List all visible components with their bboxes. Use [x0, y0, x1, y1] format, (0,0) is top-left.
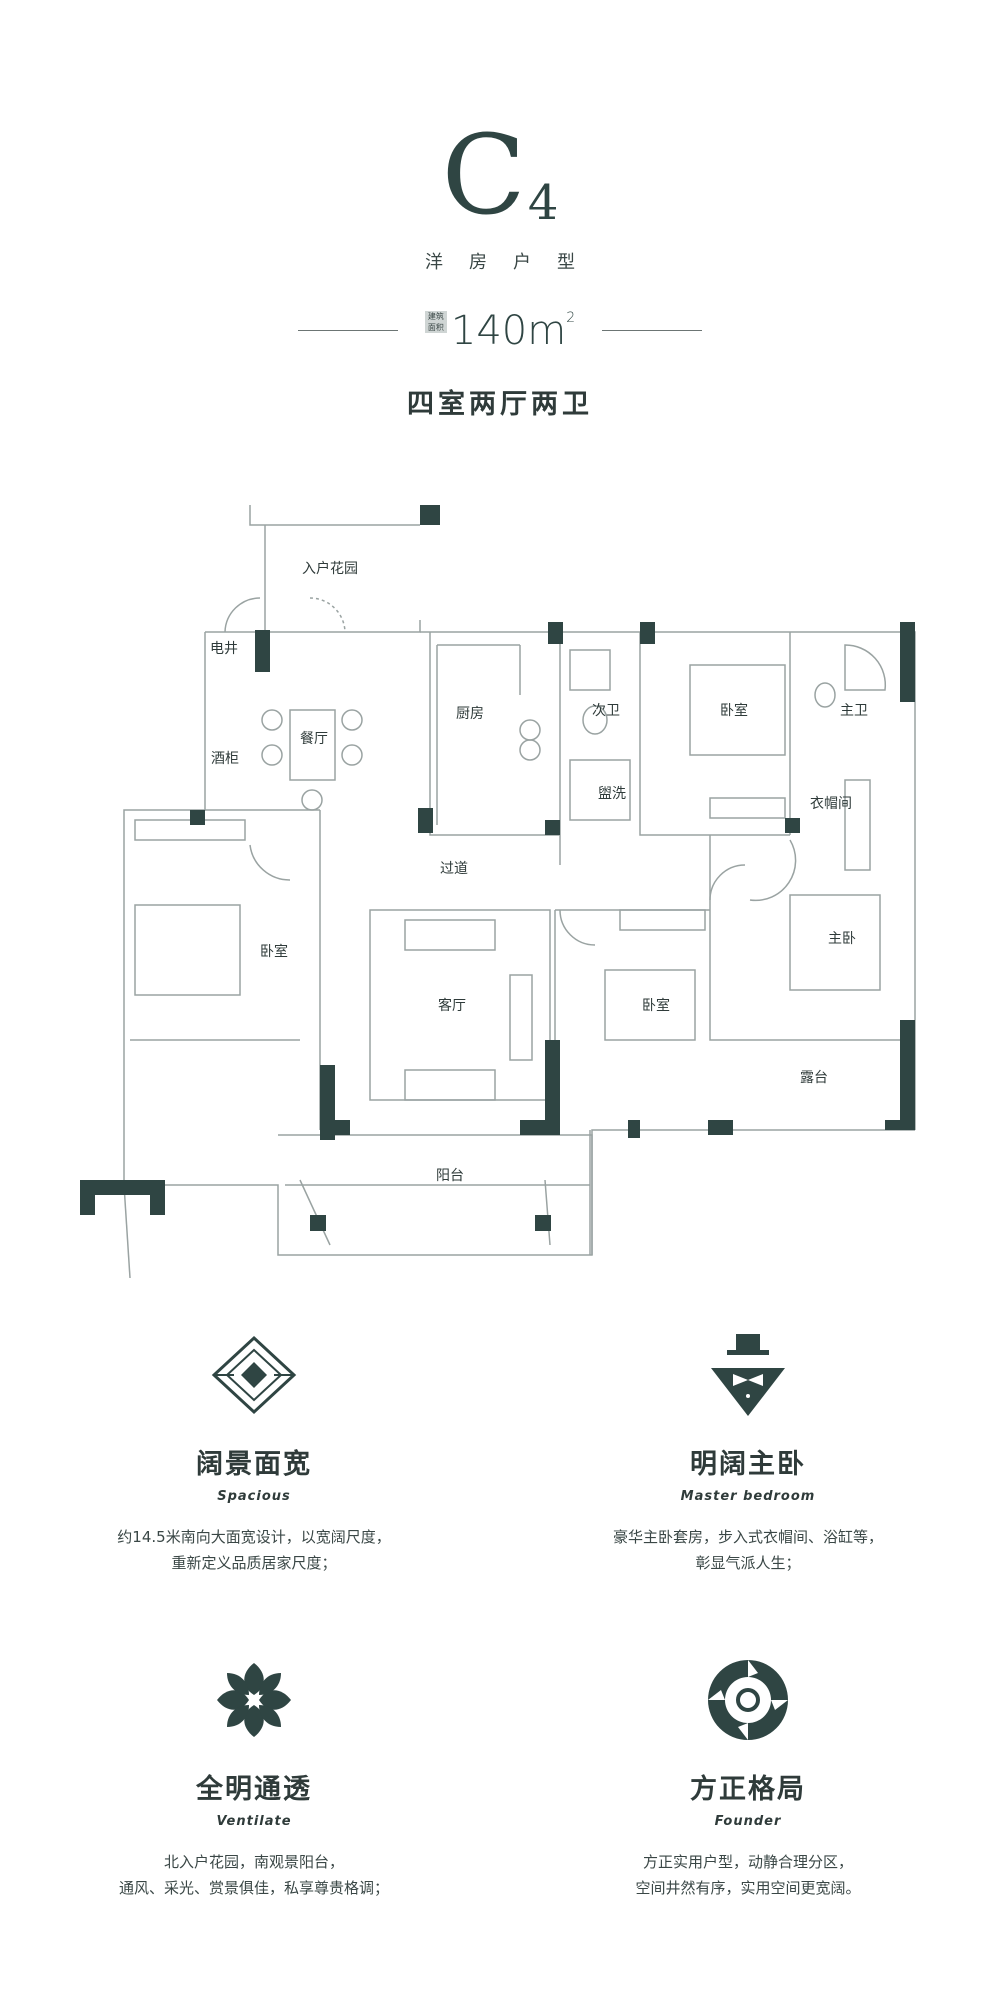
feature-title: 明阔主卧 [690, 1449, 806, 1480]
feature-master-bedroom: 明阔主卧 Master bedroom 豪华主卧套房，步入式衣帽间、浴缸等，彰显… [538, 1330, 958, 1576]
area-value: 140m2 [450, 308, 576, 354]
room-config: 四室两厅两卫 [407, 389, 593, 420]
label-living: 客厅 [438, 997, 466, 1014]
label-bedroom-top: 卧室 [720, 702, 748, 719]
label-cloakroom: 衣帽间 [810, 796, 852, 812]
label-wine-cabinet: 酒柜 [211, 751, 239, 767]
feature-subtitle: Master bedroom [680, 1489, 816, 1504]
label-corridor: 过道 [440, 861, 468, 877]
label-elec-well: 电井 [210, 641, 238, 657]
label-entry-garden: 入户花园 [302, 560, 358, 577]
unit-type: 洋房户型 [425, 252, 601, 273]
diamond-icon [211, 1335, 297, 1415]
feature-title: 阔景面宽 [196, 1449, 312, 1480]
label-balcony: 阳台 [436, 1168, 464, 1184]
feature-subtitle: Spacious [217, 1489, 291, 1504]
area-tag: 建筑面积 [424, 311, 447, 333]
feature-desc: 方正实用户型，动静合理分区，空间井然有序，实用空间更宽阔。 [635, 1853, 861, 1897]
label-second-bath: 次卫 [592, 703, 620, 719]
feature-subtitle: Founder [714, 1814, 782, 1829]
divider-left [298, 330, 398, 331]
label-master-bedroom: 主卧 [828, 931, 856, 947]
model-letter: C [441, 111, 526, 239]
feature-desc: 豪华主卧套房，步入式衣帽间、浴缸等，彰显气派人生； [612, 1528, 883, 1572]
label-dining: 餐厅 [300, 731, 328, 747]
model-title: C4 [0, 120, 1000, 240]
feature-title: 方正格局 [690, 1774, 806, 1805]
floor-plan: 入户花园 电井 酒柜 餐厅 厨房 次卫 盥洗 卧室 主卫 衣帽间 过道 卧室 客… [80, 505, 916, 1279]
label-kitchen: 厨房 [456, 706, 484, 722]
feature-desc: 北入户花园，南观景阳台，通风、采光、赏景俱佳，私享尊贵格调； [118, 1853, 389, 1897]
label-master-bath: 主卫 [840, 703, 868, 719]
feature-ventilate: 全明通透 Ventilate 北入户花园，南观景阳台，通风、采光、赏景俱佳，私享… [44, 1655, 464, 1901]
label-washroom: 盥洗 [598, 786, 626, 802]
feature-spacious: 阔景面宽 Spacious 约14.5米南向大面宽设计，以宽阔尺度，重新定义品质… [44, 1330, 464, 1576]
feature-subtitle: Ventilate [216, 1814, 292, 1829]
feature-title: 全明通透 [196, 1774, 312, 1805]
model-number: 4 [527, 175, 559, 231]
label-bedroom-mid: 卧室 [642, 997, 670, 1014]
swirl-icon [708, 1660, 788, 1740]
label-terrace: 露台 [800, 1070, 828, 1086]
divider-right [602, 330, 702, 331]
label-bedroom-left: 卧室 [260, 943, 288, 960]
gentleman-icon [711, 1334, 785, 1416]
feature-founder: 方正格局 Founder 方正实用户型，动静合理分区，空间井然有序，实用空间更宽… [538, 1655, 958, 1901]
flower-icon [217, 1663, 291, 1737]
feature-desc: 约14.5米南向大面宽设计，以宽阔尺度，重新定义品质居家尺度； [117, 1528, 391, 1572]
